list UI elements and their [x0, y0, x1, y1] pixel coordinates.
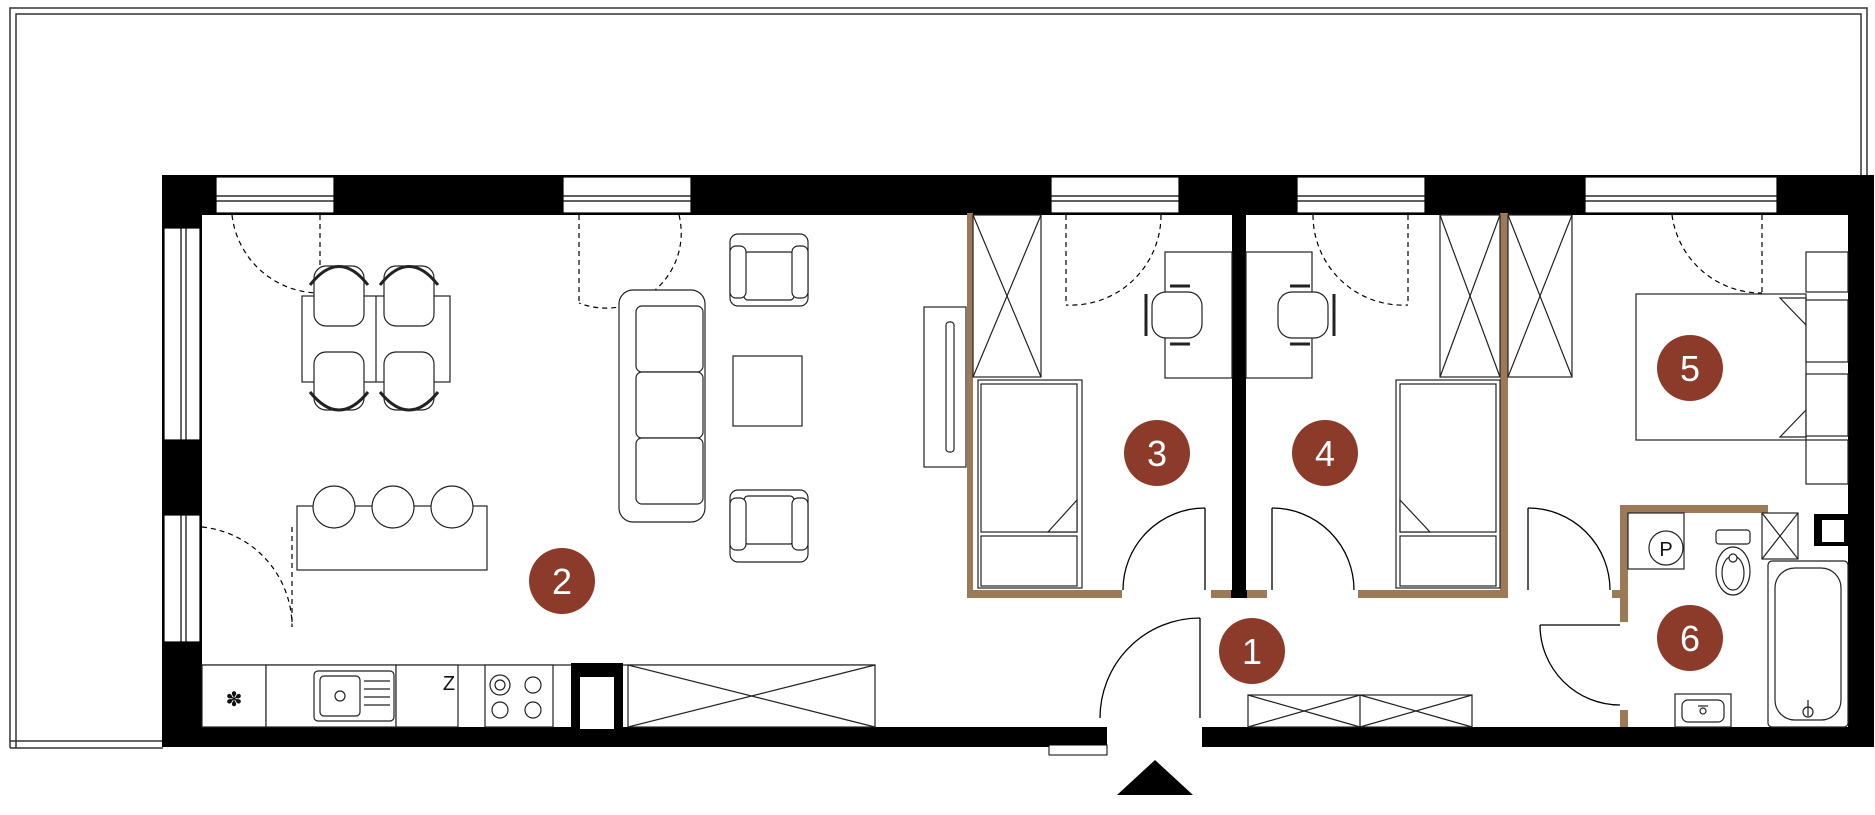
- washbasin: [1674, 693, 1732, 728]
- bar-counter: [296, 485, 488, 571]
- exterior-walls: [162, 175, 1874, 747]
- dining-chair: [378, 351, 440, 412]
- window-4: [1296, 176, 1426, 214]
- svg-text:4: 4: [1315, 433, 1335, 474]
- desk-chair: [1277, 284, 1336, 346]
- hall-cabinet: [1247, 694, 1473, 728]
- entrance-opening: [1048, 725, 1202, 756]
- door-room-3: [1122, 507, 1206, 591]
- kitchen-counter: [201, 664, 876, 728]
- nightstand: [1805, 439, 1849, 485]
- kitchen-tall-column: [571, 663, 623, 729]
- room-marker-2: 2: [529, 548, 595, 614]
- armchair: [729, 489, 809, 563]
- room-marker-4: 4: [1292, 420, 1358, 486]
- dining-chair: [308, 351, 370, 412]
- room-marker-3: 3: [1124, 420, 1190, 486]
- window-2: [562, 176, 692, 214]
- bathroom-fixtures: [1627, 512, 1849, 728]
- boiler: [1648, 530, 1684, 566]
- window-5: [1584, 176, 1778, 214]
- door-room-4: [1271, 507, 1355, 591]
- bar-stool: [312, 485, 356, 529]
- balcony-door-swings: [201, 214, 1763, 628]
- balcony-outline: [9, 7, 1868, 749]
- snowflake-icon: ✽: [226, 689, 243, 711]
- window-1: [215, 176, 335, 214]
- svg-text:2: 2: [552, 561, 572, 602]
- door-bathroom: [1539, 624, 1621, 706]
- tv-unit: [923, 306, 967, 468]
- toilet: [1715, 529, 1751, 596]
- entrance-door: [1099, 617, 1201, 719]
- room-marker-6: 6: [1657, 605, 1723, 671]
- coffee-table: [732, 355, 803, 427]
- nightstand: [1805, 251, 1849, 293]
- top-windows: [215, 176, 1778, 214]
- svg-text:3: 3: [1147, 433, 1167, 474]
- desk-chair: [1144, 284, 1203, 346]
- svg-text:5: 5: [1680, 348, 1700, 389]
- boiler-label: P: [1659, 539, 1672, 561]
- bar-stool: [371, 485, 415, 529]
- dining-chair: [308, 265, 370, 327]
- doors: [1099, 507, 1621, 719]
- window-3: [1050, 176, 1180, 214]
- dining-chair: [378, 265, 440, 327]
- sofa: [618, 289, 706, 523]
- left-windows: [163, 227, 201, 643]
- room-marker-1: 1: [1219, 618, 1285, 684]
- armchairs: [729, 233, 809, 563]
- door-room-5: [1527, 507, 1611, 591]
- bar-stool: [430, 485, 474, 529]
- room-4-furniture: [1245, 214, 1501, 589]
- svg-text:1: 1: [1242, 631, 1262, 672]
- armchair: [729, 233, 809, 307]
- entrance-arrow-icon: [1117, 760, 1193, 795]
- bathtub: [1767, 560, 1849, 728]
- interior-walls: [1211, 213, 1848, 598]
- washing-machine-label: Z: [443, 673, 455, 695]
- room-3-furniture: [972, 214, 1233, 589]
- svg-text:6: 6: [1680, 618, 1700, 659]
- dining-table: [301, 265, 451, 412]
- partition-walls: [967, 213, 1768, 727]
- cooktop: [484, 664, 554, 728]
- room-marker-5: 5: [1657, 335, 1723, 401]
